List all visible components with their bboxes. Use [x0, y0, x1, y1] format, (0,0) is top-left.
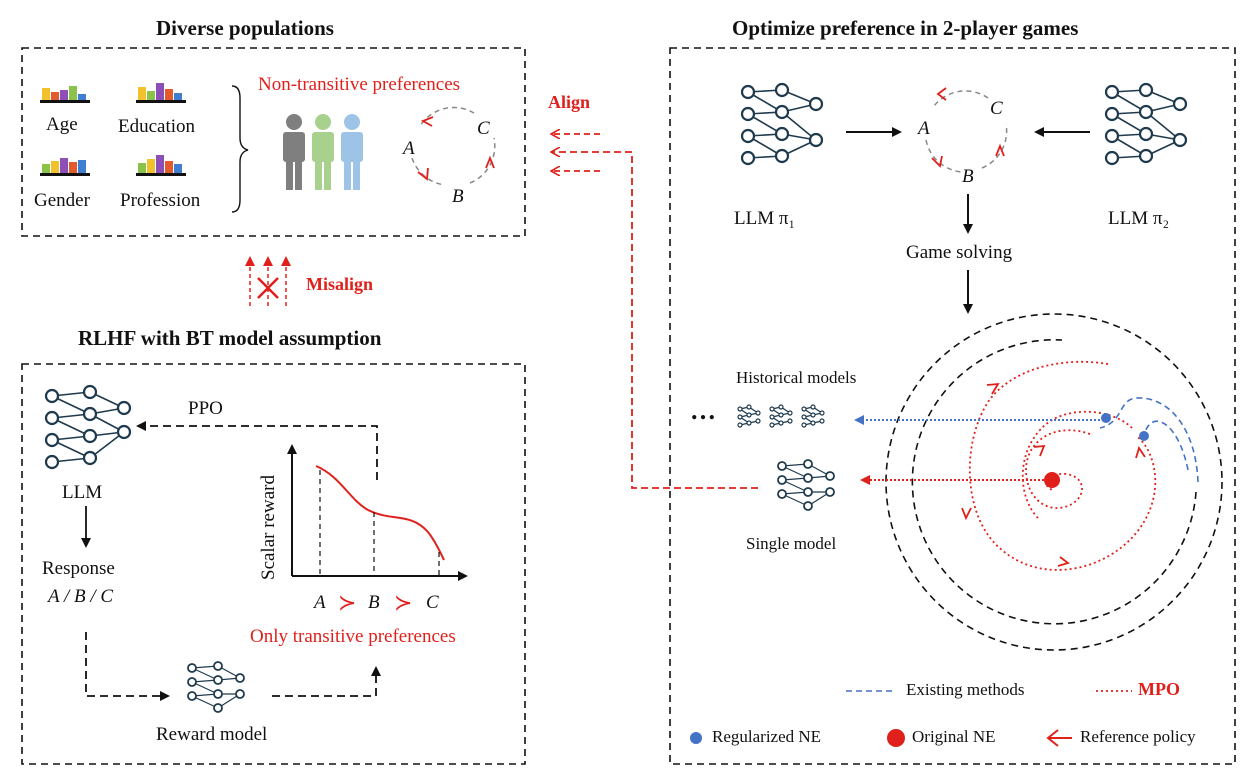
order-b: B	[368, 592, 380, 613]
people-icon	[283, 114, 363, 190]
gender-bars-icon	[40, 158, 90, 176]
succ-icon-2: ≻	[394, 590, 413, 615]
legend-original: Original NE	[912, 727, 996, 746]
label-ppo: PPO	[188, 398, 223, 419]
legend-regularized-dot	[690, 732, 702, 744]
panel-rlhf	[21, 363, 526, 765]
profession-bars-icon	[136, 155, 186, 176]
dynamics-plot	[885, 313, 1223, 651]
label-llm1: LLM π₁	[734, 208, 796, 229]
label-education: Education	[118, 116, 196, 137]
nontransitive-cycle	[411, 106, 496, 186]
mpo-inner-spiral	[1025, 429, 1091, 509]
ellipsis: …	[690, 396, 716, 425]
label-single: Single model	[746, 534, 837, 553]
title-two-player: Optimize preference in 2-player games	[732, 16, 1079, 40]
original-ne-dot	[1044, 472, 1060, 488]
legend-existing: Existing methods	[906, 680, 1025, 699]
label-transitive: Only transitive preferences	[250, 626, 456, 647]
reward-curve	[315, 465, 445, 561]
title-rlhf: RLHF with BT model assumption	[78, 326, 382, 350]
label-age: Age	[46, 114, 78, 135]
brace	[231, 85, 249, 213]
mpo-outer-spiral	[968, 360, 1157, 571]
ppo-arrow	[136, 421, 378, 480]
response-to-reward-arrow	[85, 632, 170, 701]
align-arrows	[552, 134, 758, 489]
label-historical: Historical models	[736, 368, 857, 387]
game-cycle	[925, 87, 1008, 173]
cycle-right-c: C	[990, 98, 1003, 119]
label-scalar-reward: Scalar reward	[258, 475, 279, 580]
historical-models-icons	[737, 404, 825, 428]
cycle-right-a: A	[918, 118, 930, 139]
legend-regularized: Regularized NE	[712, 727, 822, 746]
legend-mpo: MPO	[1138, 679, 1180, 699]
label-align: Align	[548, 92, 591, 112]
llm-network-icon	[44, 384, 132, 470]
cycle-left-b: B	[452, 186, 464, 207]
llm2-network-icon	[1104, 82, 1188, 166]
label-game-solving: Game solving	[906, 242, 1013, 263]
panel-two-player	[669, 47, 1236, 765]
label-gender: Gender	[34, 190, 90, 211]
single-model-icon	[777, 459, 835, 511]
education-bars-icon	[136, 83, 186, 103]
label-nontransitive: Non-transitive preferences	[258, 74, 461, 95]
legend-reference-icon	[1046, 729, 1072, 747]
order-c: C	[426, 592, 439, 613]
regularized-ne-dot-2	[1139, 431, 1149, 441]
reward-model-icon	[187, 661, 245, 713]
llm1-network-icon	[740, 82, 824, 166]
legend-reference: Reference policy	[1080, 727, 1196, 746]
label-misalign: Misalign	[306, 274, 374, 294]
label-response: Response	[42, 558, 115, 579]
label-llm: LLM	[62, 482, 103, 503]
label-reward-model: Reward model	[156, 724, 268, 745]
regularized-ne-dot-1	[1101, 413, 1111, 423]
label-llm2: LLM π₂	[1108, 208, 1170, 229]
title-diverse-populations: Diverse populations	[156, 16, 334, 40]
label-response-options: A / B / C	[48, 586, 114, 607]
cycle-right-b: B	[962, 166, 974, 187]
legend-original-dot	[887, 729, 905, 747]
reward-chart	[287, 444, 468, 581]
panel-diverse-populations	[21, 47, 526, 237]
label-profession: Profession	[120, 190, 201, 211]
misalign-arrows	[245, 256, 291, 306]
outer-dashed-circle	[885, 313, 1223, 651]
succ-icon-1: ≻	[338, 590, 357, 615]
mpo-mid-spiral	[1021, 410, 1133, 521]
cycle-left-c: C	[477, 118, 490, 139]
existing-methods-trajectory	[1099, 397, 1199, 483]
cycle-left-a: A	[403, 138, 415, 159]
reward-to-chart-arrow	[272, 666, 381, 697]
age-bars-icon	[40, 86, 90, 103]
order-a: A	[314, 592, 326, 613]
